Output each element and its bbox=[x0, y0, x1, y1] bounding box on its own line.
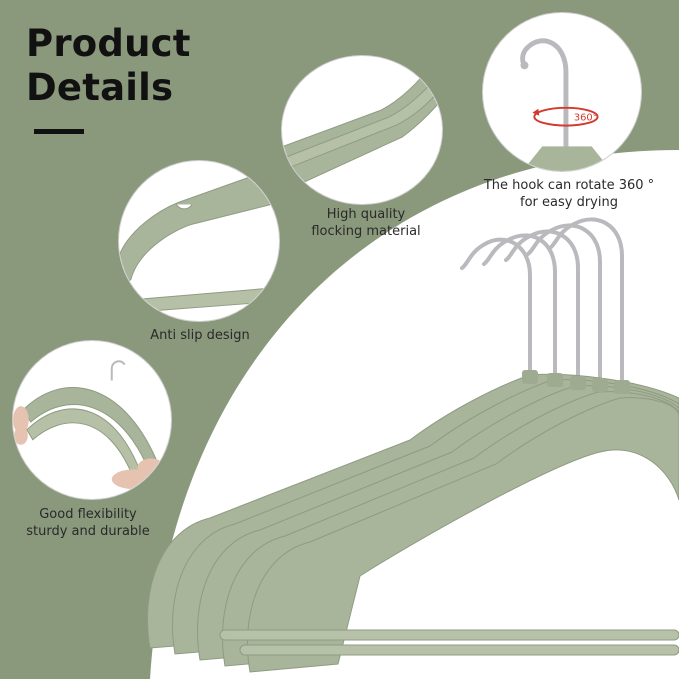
anti-slip-bubble bbox=[118, 160, 280, 322]
flocking-closeup-icon bbox=[282, 65, 442, 193]
hanger-hooks bbox=[460, 217, 624, 384]
rotating-hook-bubble: 360° bbox=[482, 12, 642, 172]
title-line-2: Details bbox=[26, 66, 174, 109]
anti-slip-caption: Anti slip design bbox=[130, 327, 270, 344]
anti-slip-caption-text: Anti slip design bbox=[150, 328, 250, 343]
hanger-bars bbox=[219, 629, 679, 656]
flexibility-bubble bbox=[12, 340, 172, 500]
hanger-bodies bbox=[147, 373, 679, 673]
rotation-badge: 360° bbox=[574, 113, 598, 124]
anti-slip-notch-icon bbox=[119, 170, 279, 312]
rotate-caption-text: The hook can rotate 360 ° for easy dryin… bbox=[483, 178, 655, 210]
page-title: Product Details bbox=[26, 22, 191, 110]
flexibility-caption: Good flexibility sturdy and durable bbox=[18, 506, 158, 540]
hook-collars bbox=[522, 370, 630, 394]
rotating-hook-icon: 360° bbox=[520, 38, 612, 171]
title-underline bbox=[34, 129, 84, 134]
rotate-caption: The hook can rotate 360 ° for easy dryin… bbox=[474, 177, 664, 211]
flocking-caption-text: High quality flocking material bbox=[311, 207, 421, 239]
bending-hanger-icon bbox=[13, 360, 166, 490]
title-line-1: Product bbox=[26, 22, 191, 65]
flocking-caption: High quality flocking material bbox=[296, 206, 436, 240]
flocking-detail-bubble bbox=[281, 55, 443, 205]
flexibility-caption-text: Good flexibility sturdy and durable bbox=[26, 507, 150, 539]
